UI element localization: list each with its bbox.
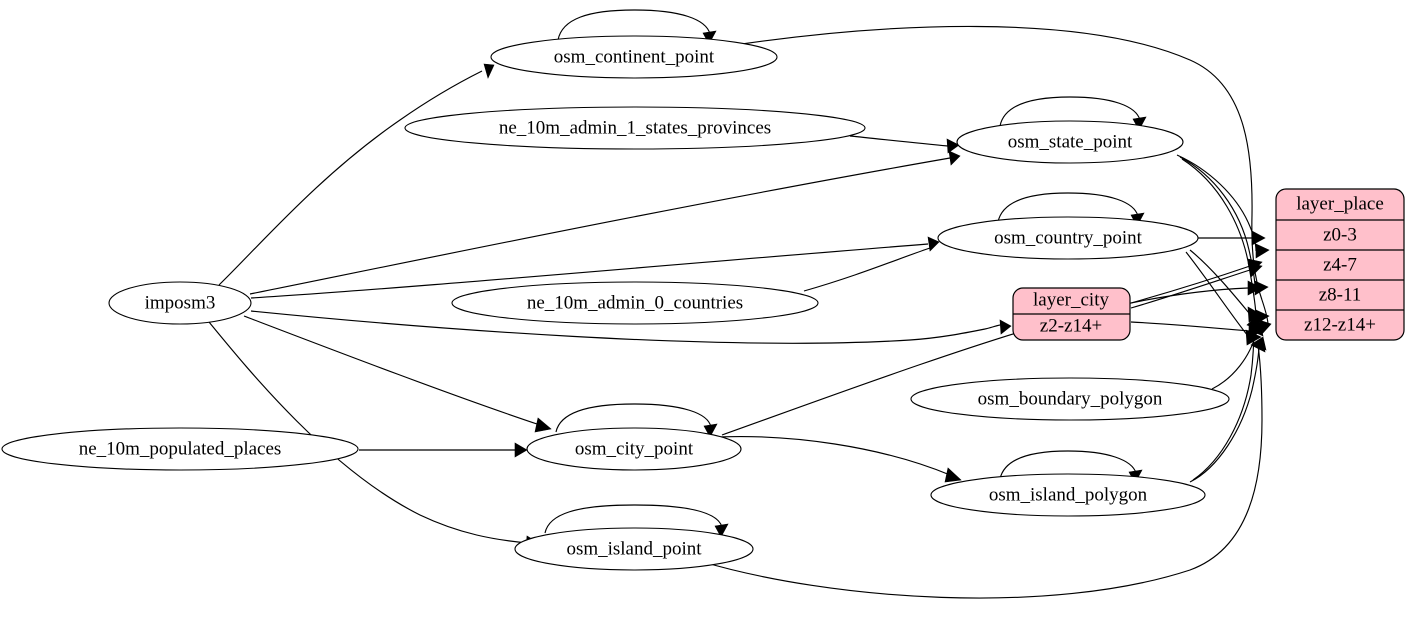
edge-imposm3-to-layer_city [250,310,1012,344]
node-osm_city_point[interactable]: osm_city_point [526,427,742,471]
node-osm_continent_point[interactable]: osm_continent_point [490,35,778,79]
node-osm_island_polygon[interactable]: osm_island_polygon [930,473,1206,517]
node-layer_place[interactable]: layer_place z0-3 z4-7 z8-11 z12-z14+ [1275,188,1405,341]
edge-osm_island_point-to-layer_place-z12 [699,337,1266,599]
edge-layer_city-to-layer_place-z12 [1130,321,1263,339]
edge-imposm3-to-osm_city_point [243,315,552,433]
edge-osm_city_point-self-loop [555,403,718,438]
node-osm_boundary_polygon[interactable]: osm_boundary_polygon [910,377,1230,421]
node-osm_country_point[interactable]: osm_country_point [937,216,1199,260]
nodes-layer: imposm3 ne_10m_populated_places osm_cont… [1,35,1405,571]
edge-osm_island_point-self-loop [544,504,729,538]
node-ne_10m_admin_0_countries[interactable]: ne_10m_admin_0_countries [451,281,819,325]
edge-imposm3-to-osm_country_point [250,236,940,299]
edge-osm_island_polygon-to-layer_place-z12 [1189,336,1267,483]
node-imposm3[interactable]: imposm3 [108,281,252,325]
edge-osm_continent_point-to-layer_place [741,25,1272,335]
edge-imposm3-to-osm_state_point [249,150,961,295]
edge-imposm3-to-osm_continent_point [218,63,495,286]
edge-ne_10m_admin_0_countries-to-osm_country_point [803,247,931,292]
node-layer_city[interactable]: layer_city z2-z14+ [1012,287,1131,341]
edge-ne_10m_admin_1_states_provinces-to-osm_state_point [849,135,960,154]
node-osm_state_point[interactable]: osm_state_point [956,120,1184,164]
edges-layer [208,9,1272,599]
edge-ne_10m_populated_places-to-osm_city_point [358,442,528,458]
node-osm_island_point[interactable]: osm_island_point [514,527,754,571]
edge-layer_city-to-layer_place-z4-7 [1130,262,1263,309]
edge-osm_country_point-to-layer_place-z0-3 [1197,230,1266,246]
edge-osm_city_point-to-osm_island_polygon [717,436,962,483]
node-ne_10m_populated_places[interactable]: ne_10m_populated_places [1,427,359,471]
node-ne_10m_admin_1_states_provinces[interactable]: ne_10m_admin_1_states_provinces [404,106,866,150]
